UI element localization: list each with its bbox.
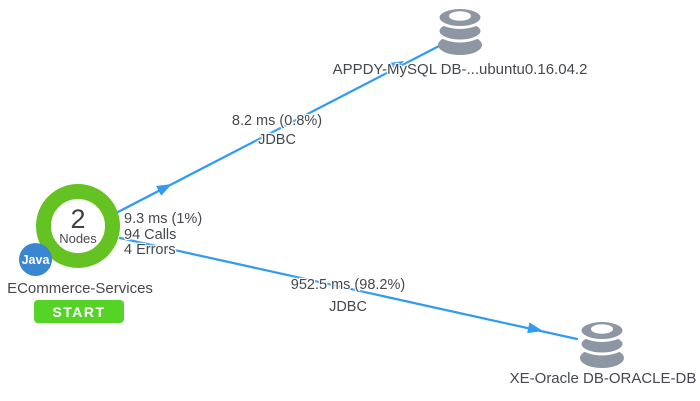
edge-protocol: JDBC bbox=[329, 299, 367, 315]
java-runtime-badge: Java bbox=[19, 243, 52, 276]
edge-latency: 8.2 ms (0.8%) bbox=[231, 113, 323, 129]
edge-label-mysql[interactable]: 8.2 ms (0.8%) JDBC bbox=[187, 112, 367, 150]
edge-label-oracle[interactable]: 952.5 ms (98.2%) JDBC bbox=[258, 274, 438, 318]
java-badge-label: Java bbox=[21, 252, 50, 267]
node-errors: 4 Errors bbox=[124, 242, 176, 258]
arrowhead-icon bbox=[156, 184, 172, 196]
database-icon bbox=[578, 319, 626, 368]
db-node-mysql[interactable] bbox=[436, 6, 484, 61]
app-node-name: ECommerce-Services bbox=[7, 280, 153, 297]
arrowhead-icon bbox=[388, 61, 404, 73]
start-button[interactable]: START bbox=[34, 300, 124, 323]
arrowhead-icon bbox=[527, 322, 543, 334]
node-latency: 9.3 ms (1%) bbox=[124, 211, 203, 227]
edge-latency: 952.5 ms (98.2%) bbox=[290, 277, 406, 293]
edge-to-oracle[interactable] bbox=[118, 236, 579, 341]
node-count-label: Nodes bbox=[59, 231, 97, 246]
database-icon bbox=[436, 6, 484, 55]
db-label-oracle: XE-Oracle DB-ORACLE-DB bbox=[509, 370, 697, 387]
node-calls: 94 Calls bbox=[124, 226, 177, 243]
db-node-oracle[interactable] bbox=[578, 319, 626, 374]
db-label-mysql: APPDY-MySQL DB-...ubuntu0.16.04.2 bbox=[332, 61, 588, 78]
node-stats: 9.3 ms (1%) 94 Calls 4 Errors bbox=[124, 211, 203, 259]
edge-protocol: JDBC bbox=[258, 132, 296, 148]
node-count: 2 bbox=[70, 204, 86, 234]
